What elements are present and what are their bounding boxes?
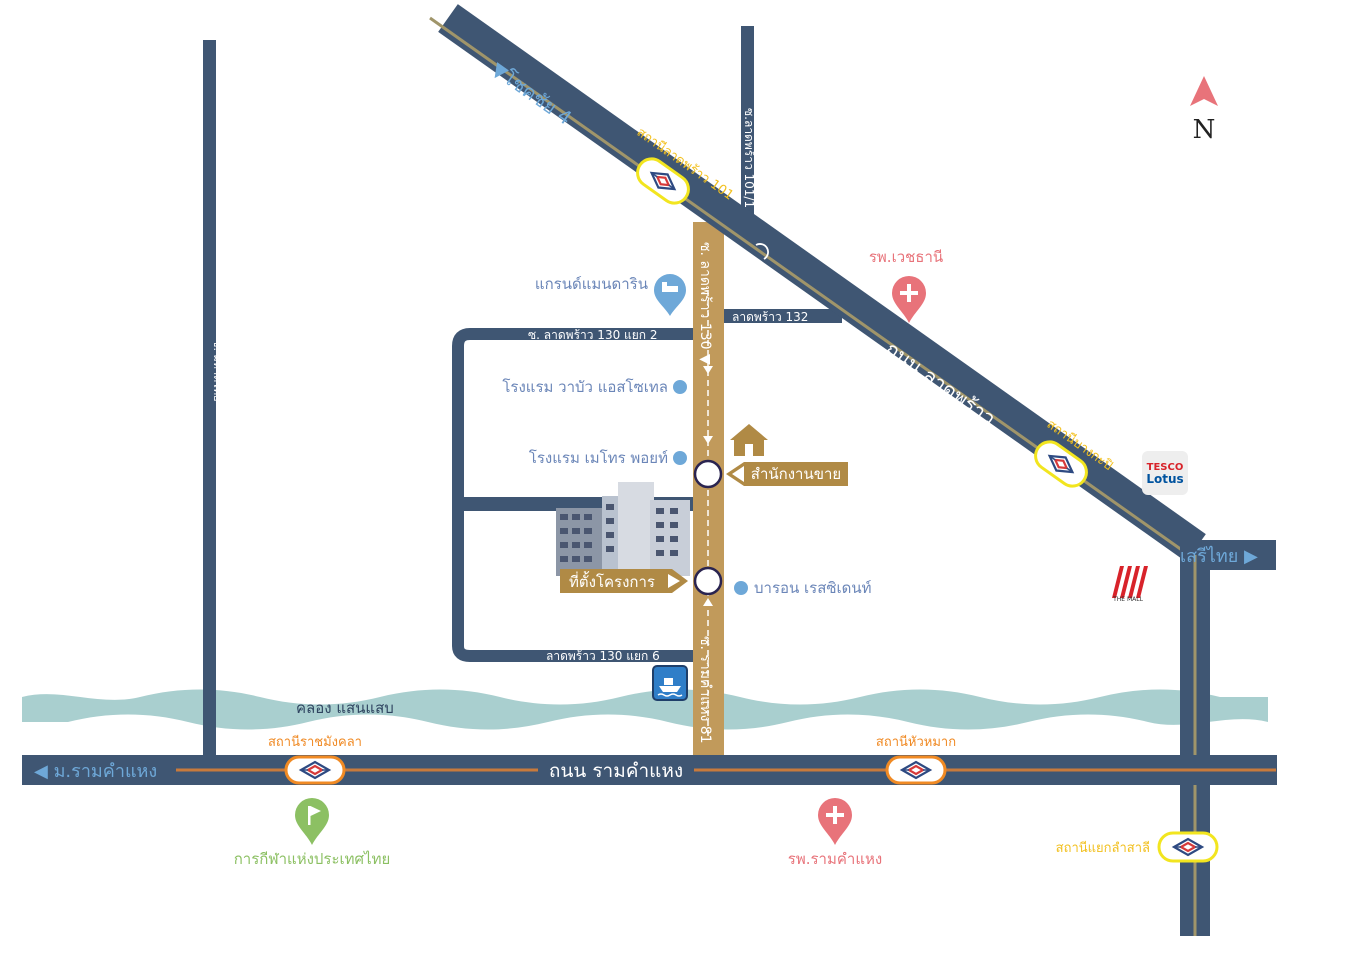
label-ramkhamhaeng-road: ถนน รามคำแหง [549, 760, 683, 782]
label-latphrao132: ลาดพร้าว 132 [732, 310, 808, 324]
project-site-marker[interactable] [693, 566, 723, 596]
label-serithai[interactable]: เสรีไทย ▶ [1180, 545, 1258, 567]
label-canal: คลอง แสนแสบ [296, 699, 394, 717]
the-mall-logo: THE MALL [1112, 566, 1148, 603]
station-bangkapi[interactable] [1030, 436, 1092, 491]
poi-vejthani: รพ.เวชธานี [869, 248, 943, 266]
road-latphrao132 [710, 309, 842, 323]
label-soi-inner-vertical: ซ. มหาดไทย [465, 420, 478, 482]
station-latphrao101[interactable] [632, 153, 694, 208]
svg-text:THE MALL: THE MALL [1112, 596, 1143, 603]
poi-baron-residence: บารอน เรสซิเดนท์ [754, 579, 872, 597]
sales-office-label: สำนักงานขาย [751, 465, 841, 483]
station-lamsali[interactable] [1157, 831, 1219, 863]
label-soi-ram81: ซ. รามคำแหง 81 [697, 636, 713, 744]
sales-office-tag[interactable]: สำนักงานขาย [726, 462, 848, 486]
project-building-image [556, 482, 690, 576]
flag-pin-icon[interactable] [295, 798, 329, 845]
location-dot-icon [734, 581, 748, 595]
poi-grand-mandarin: แกรนด์แมนดาริน [535, 275, 648, 293]
label-soi-130-yaek2: ซ. ลาดพร้าว 130 แยก 2 [528, 328, 658, 342]
poi-metro-point-hotel: โรงแรม เมโทร พอยท์ [529, 449, 668, 467]
poi-wabua-hotel: โรงแรม วาบัว แอสโซเทล [502, 378, 668, 396]
road-soi-latphrao101-1 [741, 26, 754, 240]
sales-office-marker[interactable] [693, 459, 723, 489]
station-huamak-label: สถานีหัวหมาก [876, 734, 956, 750]
station-lamsali-label: สถานีแยกลำสาลี [1056, 840, 1150, 856]
house-icon [730, 424, 768, 456]
compass-letter: N [1193, 115, 1216, 145]
label-soi-left-vertical: ซ. มหาดไทย [211, 340, 224, 402]
label-soi-latphrao101-1: ซ.ลาดพร้าว 101/1 [742, 108, 756, 208]
svg-text:TESCO: TESCO [1147, 462, 1184, 473]
location-dot-icon [673, 451, 687, 465]
svg-text:Lotus: Lotus [1146, 472, 1183, 486]
canal-saensaep [22, 689, 1268, 730]
label-soi-latphrao130: ซ. ลาดพร้าว 130 ▼ [697, 242, 713, 365]
station-rajamangala[interactable] [284, 755, 346, 785]
hotel-pin-icon[interactable] [654, 274, 686, 316]
label-to-m-ram[interactable]: ◀ ม.รามคำแหง [34, 761, 157, 782]
poi-sports-authority: การกีฬาแห่งประเทศไทย [234, 850, 391, 868]
project-site-label: ที่ตั้งโครงการ [569, 571, 655, 591]
road-soi-latphrao130-loop [452, 328, 700, 662]
project-site-tag[interactable]: ที่ตั้งโครงการ [560, 569, 688, 593]
station-huamak[interactable] [885, 755, 947, 785]
hospital-pin-icon[interactable] [892, 276, 926, 323]
boat-pier-icon[interactable] [652, 665, 688, 701]
tesco-lotus-logo: TESCO Lotus [1142, 451, 1188, 495]
station-rajamangala-label: สถานีราชมังคลา [268, 734, 362, 750]
compass-north-icon: N [1190, 76, 1218, 145]
road-soi-left-vertical [203, 40, 216, 758]
label-latphrao130-yaek6: ลาดพร้าว 130 แยก 6 [546, 649, 660, 663]
u-turn-icon [755, 243, 769, 260]
poi-ramkhamhaeng-hospital: รพ.รามคำแหง [788, 850, 882, 868]
location-dot-icon [673, 380, 687, 394]
hospital-pin-icon[interactable] [818, 798, 852, 845]
